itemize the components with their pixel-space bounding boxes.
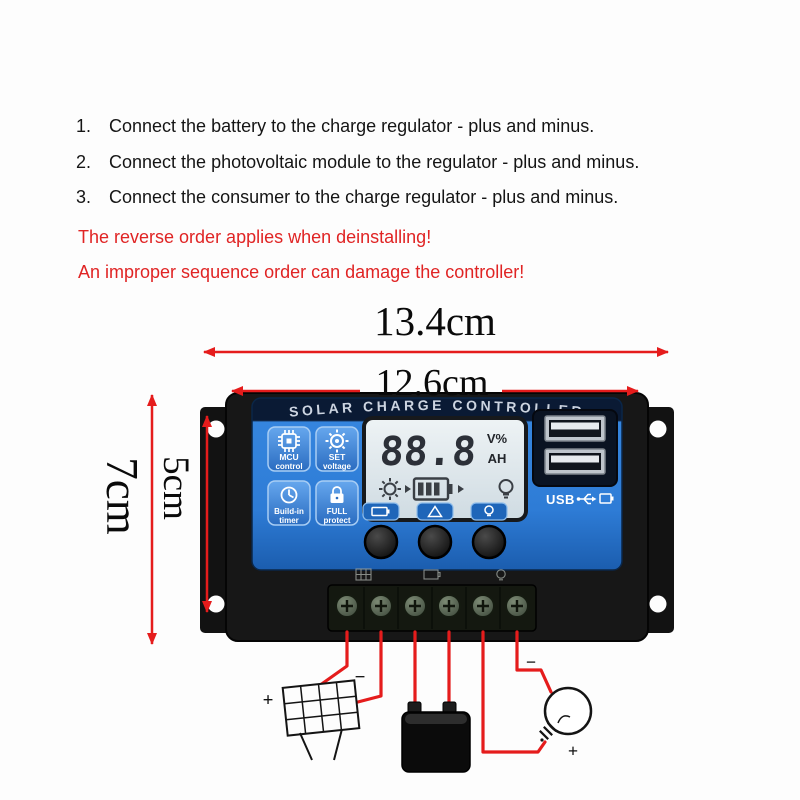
indicator-row	[362, 502, 508, 521]
terminal-screw	[437, 594, 461, 618]
set-voltage-button: SET voltage	[315, 426, 359, 472]
panel-title: SOLAR CHARGE CONTROLLER	[288, 397, 585, 420]
dimension-label-outer-height: 7cm	[97, 457, 147, 535]
usb-port-bottom	[544, 448, 606, 475]
protect-button: FULL protect	[315, 480, 359, 526]
usb-port-area: USB	[532, 409, 618, 507]
lcd-display: 88.8 V% AH	[362, 416, 528, 522]
mounting-hole	[649, 595, 667, 613]
mounting-hole	[207, 595, 225, 613]
function-button-grid: MCU control SET voltage	[267, 426, 359, 526]
bulb-filament	[557, 715, 571, 724]
instruction-number: 3.	[76, 187, 92, 208]
chip-icon	[278, 430, 300, 452]
terminal-block	[327, 584, 537, 632]
instruction-number: 2.	[76, 151, 92, 172]
warning-list: The reverse order applies when deinstall…	[78, 227, 524, 296]
dimension-label-inner-width: 12.6cm	[375, 362, 489, 404]
load-minus-label: −	[526, 652, 536, 672]
bulb-icon	[496, 569, 506, 581]
terminal-markings	[355, 568, 506, 581]
bulb-illustration: + −	[526, 652, 593, 761]
gear-icon	[325, 429, 349, 453]
solar-indicator	[416, 502, 454, 521]
timer-button: Build-in timer	[267, 480, 311, 526]
sun-icon	[379, 478, 401, 500]
instruction-text: Connect the consumer to the charge regul…	[109, 187, 619, 208]
button-label: Build-in	[274, 507, 304, 516]
battery-indicator	[362, 502, 400, 521]
terminal-screw	[335, 594, 359, 618]
terminal-screw	[403, 594, 427, 618]
battery-icon	[371, 506, 390, 517]
load-plus-label: +	[568, 741, 578, 761]
button-label: FULL	[327, 507, 348, 516]
lcd-unit-bottom: AH	[488, 451, 507, 466]
instruction-item: 2. Connect the photovoltaic module to th…	[76, 152, 639, 174]
bulb-icon	[498, 479, 514, 499]
mounting-hole	[649, 420, 667, 438]
wire-load-positive	[481, 630, 547, 754]
usb-port-top	[544, 415, 606, 442]
usb-label: USB	[546, 492, 575, 507]
instruction-item: 1. Connect the battery to the charge reg…	[76, 116, 639, 138]
terminal-screw	[505, 594, 529, 618]
flow-arrow-icon	[458, 485, 464, 493]
button-label: SET	[329, 452, 346, 462]
usb-trident-icon	[576, 493, 597, 505]
charge-controller-device: SOLAR CHARGE CONTROLLER MCU control	[200, 392, 674, 642]
terminal-screw	[369, 594, 393, 618]
battery-icon	[423, 569, 441, 580]
bulb-icon	[484, 505, 494, 517]
lcd-unit-top: V%	[487, 431, 508, 446]
button-label: voltage	[323, 462, 352, 471]
solar-minus-label: −	[355, 667, 366, 688]
terminal-screw	[471, 594, 495, 618]
solar-triangle-icon	[427, 505, 443, 518]
instruction-list: 1. Connect the battery to the charge reg…	[76, 116, 639, 223]
panel-legs	[299, 728, 343, 761]
bulb-base	[539, 722, 557, 740]
battery-illustration	[401, 701, 471, 773]
mcu-control-button: MCU control	[267, 426, 311, 472]
dimension-label-outer-width: 13.4cm	[374, 298, 496, 344]
wire-solar-negative	[352, 630, 383, 705]
push-button-right	[471, 524, 507, 560]
load-indicator	[470, 502, 508, 521]
battery-icon	[599, 493, 614, 504]
dimension-label-inner-height: 5cm	[155, 456, 196, 520]
button-label: MCU	[279, 452, 298, 462]
instruction-text: Connect the battery to the charge regula…	[109, 116, 595, 136]
push-button-center	[417, 524, 453, 560]
instruction-text: Connect the photovoltaic module to the r…	[109, 151, 640, 172]
instruction-number: 1.	[76, 116, 92, 136]
push-button-left	[363, 524, 399, 560]
warning-text: An improper sequence order can damage th…	[78, 261, 525, 282]
solar-plus-label: +	[263, 690, 274, 711]
clock-icon	[280, 486, 298, 504]
instruction-item: 3. Connect the consumer to the charge re…	[76, 187, 639, 209]
solar-panel-icon	[355, 568, 372, 581]
button-label: protect	[323, 516, 350, 525]
flow-arrow-icon	[405, 485, 411, 493]
mounting-hole	[207, 420, 225, 438]
wire-solar-positive	[314, 630, 349, 690]
wire-load-negative	[515, 630, 553, 694]
button-label: control	[275, 462, 302, 471]
warning-text: The reverse order applies when deinstall…	[78, 227, 432, 247]
lcd-value: 88.8	[378, 429, 478, 475]
lock-icon	[330, 486, 344, 503]
wiring-diagram: + − + −	[263, 630, 593, 773]
dimension-lines	[147, 347, 669, 645]
button-label: timer	[279, 516, 299, 525]
solar-panel-illustration: + −	[263, 667, 366, 761]
battery-icon	[412, 477, 453, 501]
mounting-flange-right	[642, 407, 674, 633]
